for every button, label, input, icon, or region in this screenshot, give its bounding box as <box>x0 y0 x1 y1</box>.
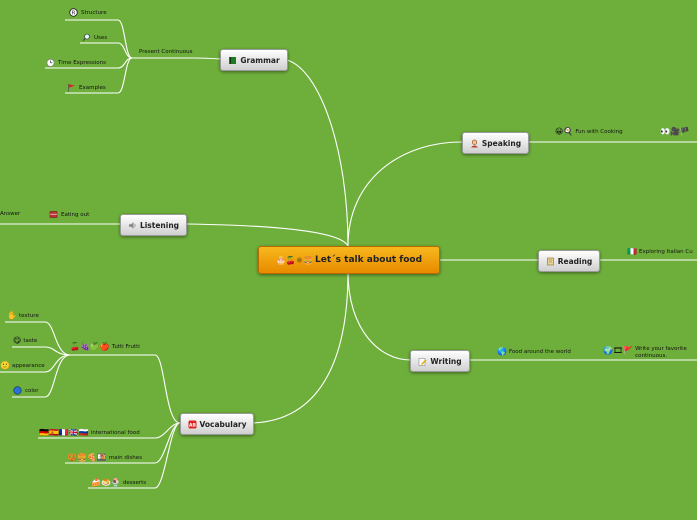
hand-icon: ✋ <box>7 311 17 320</box>
speaking-fun-with-cooking[interactable]: 😀🍳 Fun with Cooking <box>555 127 623 136</box>
desserts-label: desserts <box>122 479 147 486</box>
food-icons: 🎂🍒⚛🍔 <box>275 255 314 265</box>
desserts-icons: 🍰🍮🍨 <box>91 478 121 487</box>
ab-icon: AB <box>188 420 196 428</box>
fruit-icons: 🍒🍇🍏🍎 <box>70 342 110 351</box>
taste-label: taste <box>23 337 38 344</box>
scroll-icon <box>546 257 554 265</box>
central-topic[interactable]: 🎂🍒⚛🍔 Let´s talk about food <box>258 246 440 274</box>
reading-exploring-italian[interactable]: 🇮🇹 Exploring Italian Cu <box>627 247 693 256</box>
italy-flag-icon: 🇮🇹 <box>627 247 637 256</box>
vocabulary-texture[interactable]: ✋ texture <box>7 311 39 320</box>
svg-text:AB: AB <box>189 422 196 428</box>
uses-label: Uses <box>94 34 108 41</box>
globe-film-flag-icons: 🌍🎞🚩 <box>603 346 634 355</box>
vocabulary-desserts[interactable]: 🍰🍮🍨 desserts <box>91 478 146 487</box>
vocabulary-international-food[interactable]: 🇩🇪🇪🇸🇫🇷🇬🇧🇷🇺 international food <box>39 428 140 437</box>
tongue-face-icon: 😋 <box>13 336 22 345</box>
topic-listening[interactable]: Listening <box>120 214 187 236</box>
red-flag-icon <box>68 84 75 92</box>
time-expressions-label: Time Expressions <box>58 59 106 66</box>
vocabulary-main-dishes[interactable]: 🥨🍔🍕🍱 main dishes <box>67 453 142 462</box>
examples-label: Examples <box>79 84 106 91</box>
book-icon <box>229 56 237 64</box>
topic-speaking[interactable]: Speaking <box>462 132 529 154</box>
topic-reading[interactable]: Reading <box>538 250 600 272</box>
writing-food-around-world[interactable]: 🌎 Food around the world <box>497 347 571 356</box>
eyes-video-flag-icons: 👀🎥🏴 <box>660 127 690 136</box>
svg-text:R: R <box>72 11 76 17</box>
color-circle-icon <box>13 386 22 395</box>
listening-eating-out[interactable]: Eating out <box>49 210 89 219</box>
fun-with-cooking-label: Fun with Cooking <box>575 128 623 135</box>
topic-vocabulary[interactable]: AB Vocabulary <box>180 413 254 435</box>
main-dishes-label: main dishes <box>108 454 142 461</box>
person-icon <box>470 139 478 147</box>
registered-icon: R <box>69 8 78 17</box>
topic-speaking-label: Speaking <box>481 138 522 148</box>
topic-reading-label: Reading <box>557 256 593 266</box>
tutti-frutti-label: Tutti Frutti <box>111 343 140 350</box>
writing-task-line-1: Write your favorite <box>635 346 687 352</box>
exploring-italian-label: Exploring Italian Cu <box>638 248 693 255</box>
writing-task[interactable]: 🌍🎞🚩 Write your favorite continuous. <box>603 346 687 360</box>
topic-grammar-label: Grammar <box>240 55 280 65</box>
globe-icon: 🌎 <box>497 347 507 356</box>
color-label: color <box>25 387 39 394</box>
vocabulary-color[interactable]: color <box>13 386 39 395</box>
grammar-uses[interactable]: Uses <box>82 33 107 42</box>
pencil-note-icon <box>419 357 427 366</box>
magnifier-icon <box>82 33 90 42</box>
restaurant-icon <box>49 211 58 218</box>
answer-label: Answer <box>0 211 21 217</box>
dishes-icons: 🥨🍔🍕🍱 <box>67 453 107 462</box>
vocabulary-taste[interactable]: 😋 taste <box>13 336 37 345</box>
grammar-present-continuous[interactable]: Present Continuous <box>139 49 192 55</box>
cook-icons: 😀🍳 <box>555 127 574 136</box>
vocabulary-appearance[interactable]: 🙂 appearance <box>0 361 45 370</box>
structure-label: Structure <box>81 9 107 16</box>
eating-out-label: Eating out <box>61 211 90 218</box>
speaker-icon <box>128 221 136 229</box>
grammar-structure[interactable]: R Structure <box>69 8 107 17</box>
topic-writing[interactable]: Writing <box>410 350 470 372</box>
vocabulary-tutti-frutti[interactable]: 🍒🍇🍏🍎 Tutti Frutti <box>70 342 140 351</box>
topic-vocabulary-label: Vocabulary <box>199 419 247 429</box>
food-around-world-label: Food around the world <box>508 348 571 355</box>
present-continuous-label: Present Continuous <box>139 49 193 55</box>
grammar-time-expressions[interactable]: Time Expressions <box>46 58 106 67</box>
grammar-examples[interactable]: Examples <box>67 83 106 92</box>
writing-task-line-2: continuous. <box>635 353 668 359</box>
clock-icon <box>46 58 55 67</box>
topic-writing-label: Writing <box>430 356 462 366</box>
appearance-label: appearance <box>11 362 45 369</box>
flags-icons: 🇩🇪🇪🇸🇫🇷🇬🇧🇷🇺 <box>39 428 89 437</box>
international-food-label: international food <box>90 429 140 436</box>
topic-listening-label: Listening <box>139 220 180 230</box>
speaking-extra-icons[interactable]: 👀🎥🏴 <box>660 127 692 136</box>
writing-task-text: Write your favorite continuous. <box>635 346 687 360</box>
central-topic-label: Let´s talk about food <box>315 255 423 265</box>
face-icon: 🙂 <box>0 361 10 370</box>
topic-grammar[interactable]: Grammar <box>220 49 288 71</box>
texture-label: texture <box>18 312 39 319</box>
listening-answer[interactable]: Answer <box>0 211 20 217</box>
